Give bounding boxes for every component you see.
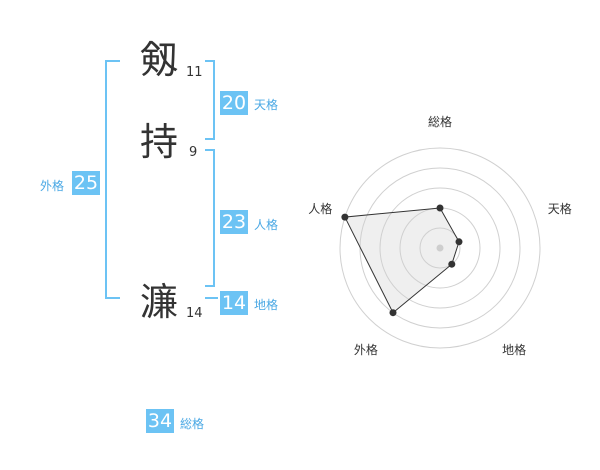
name-char-2-strokes: 9 bbox=[189, 145, 198, 160]
chikaku-label: 地格 bbox=[254, 298, 279, 312]
gaikaku-value: 25 bbox=[72, 171, 100, 195]
radar-axis-label-1: 総格 bbox=[428, 114, 452, 129]
name-char-2: 持 bbox=[140, 120, 179, 164]
name-char-1: 剱 bbox=[140, 38, 179, 82]
name-char-1-strokes: 11 bbox=[186, 65, 203, 80]
tenkaku-bracket bbox=[205, 60, 215, 140]
bracket-lines bbox=[105, 60, 218, 299]
soukaku-label: 総格 bbox=[180, 417, 205, 431]
radar-center-dot bbox=[436, 244, 444, 252]
tenkaku-value: 20 bbox=[220, 91, 248, 115]
name-char-3-strokes: 14 bbox=[186, 306, 203, 321]
radar-point-5 bbox=[341, 213, 349, 221]
jinkaku-label: 人格 bbox=[254, 218, 279, 232]
radar-axis-label-3: 地格 bbox=[502, 342, 526, 357]
tenkaku-label: 天格 bbox=[254, 98, 279, 112]
radar-point-3 bbox=[448, 260, 456, 268]
jinkaku-value: 23 bbox=[220, 210, 248, 234]
radar-ring-5 bbox=[339, 147, 541, 349]
radar-point-1 bbox=[436, 204, 444, 212]
gaikaku-label: 外格 bbox=[40, 179, 65, 193]
radar-ring-3 bbox=[379, 187, 501, 309]
name-char-3: 濂 bbox=[140, 280, 179, 324]
radar-ring-1 bbox=[419, 227, 461, 269]
radar-axis-label-4: 外格 bbox=[354, 342, 378, 357]
chikaku-value: 14 bbox=[220, 291, 248, 315]
radar-point-4 bbox=[389, 309, 397, 317]
jinkaku-bracket bbox=[205, 149, 215, 287]
radar-axis-label-5: 人格 bbox=[308, 201, 332, 216]
radar-axis-label-2: 天格 bbox=[548, 201, 572, 216]
radar-area bbox=[344, 207, 460, 314]
radar-point-2 bbox=[455, 238, 463, 246]
soukaku-value: 34 bbox=[146, 409, 174, 433]
outer-bracket bbox=[105, 60, 120, 299]
